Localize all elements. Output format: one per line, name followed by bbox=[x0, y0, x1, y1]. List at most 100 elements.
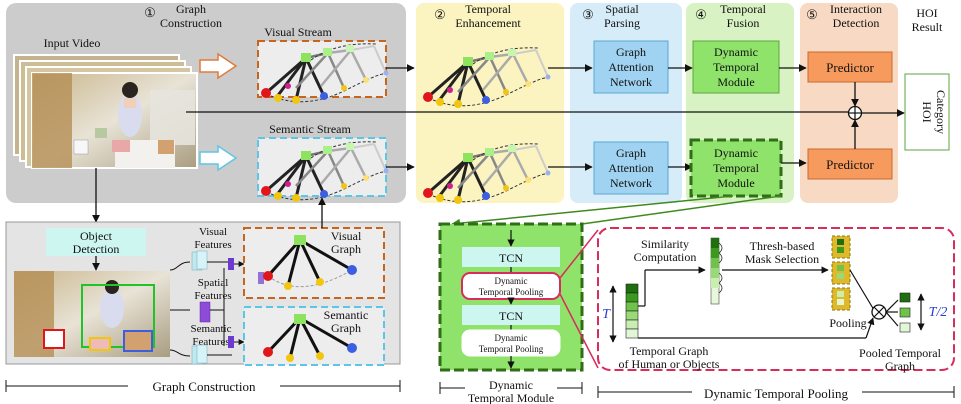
svg-text:T/2: T/2 bbox=[929, 305, 948, 320]
svg-text:Parsing: Parsing bbox=[604, 16, 640, 30]
object-detection-label: Object Detection bbox=[46, 228, 146, 256]
svg-text:TCN: TCN bbox=[499, 251, 523, 265]
svg-text:Object: Object bbox=[80, 229, 113, 243]
svg-text:Computation: Computation bbox=[634, 250, 697, 264]
caption-dynamic-temporal-module: Dynamic Temporal Module bbox=[439, 378, 583, 404]
svg-text:Dynamic: Dynamic bbox=[714, 45, 758, 59]
svg-text:Graph: Graph bbox=[616, 45, 646, 59]
t-dimension-arrow: T bbox=[602, 285, 617, 343]
tcn-block-2: TCN bbox=[462, 305, 560, 325]
spatial-features: Spatial Features bbox=[194, 277, 232, 323]
input-video-frames bbox=[13, 54, 198, 169]
svg-text:Construction: Construction bbox=[160, 16, 222, 30]
similarity-label: Similarity Computation bbox=[634, 237, 697, 264]
stage1-title: ① Graph Construction bbox=[144, 2, 222, 30]
svg-text:Features: Features bbox=[194, 239, 231, 251]
svg-text:Temporal Module: Temporal Module bbox=[468, 391, 554, 404]
svg-text:Attention: Attention bbox=[608, 60, 653, 74]
svg-text:Detection: Detection bbox=[73, 242, 120, 256]
sum-operator bbox=[847, 105, 863, 121]
semantic-stream-label: Semantic Stream bbox=[269, 122, 351, 136]
semantic-concat-node bbox=[228, 336, 234, 348]
svg-text:Pooled Temporal: Pooled Temporal bbox=[859, 346, 942, 360]
svg-text:Result: Result bbox=[912, 20, 943, 34]
svg-text:②: ② bbox=[434, 7, 446, 22]
svg-text:Spatial: Spatial bbox=[198, 277, 229, 289]
visual-stream-arrow bbox=[199, 52, 238, 80]
svg-text:Dynamic: Dynamic bbox=[489, 378, 533, 392]
svg-text:Semantic: Semantic bbox=[191, 323, 232, 335]
svg-text:Similarity: Similarity bbox=[641, 237, 689, 251]
pooled-graph-label: Pooled Temporal Graph bbox=[859, 346, 942, 373]
hoi-result-title: HOI Result bbox=[912, 6, 943, 34]
svg-text:TCN: TCN bbox=[499, 309, 523, 323]
svg-text:T: T bbox=[602, 307, 611, 322]
svg-text:Detection: Detection bbox=[833, 16, 880, 30]
svg-text:Graph Construction: Graph Construction bbox=[153, 379, 256, 394]
svg-text:Attention: Attention bbox=[608, 161, 653, 175]
svg-text:Module: Module bbox=[717, 176, 754, 190]
pooling-label: Pooling bbox=[829, 316, 866, 330]
svg-text:Temporal: Temporal bbox=[713, 161, 759, 175]
caption-dynamic-temporal-pooling: Dynamic Temporal Pooling bbox=[597, 384, 955, 402]
visual-graph: Visual Graph bbox=[258, 229, 362, 290]
svg-text:Temporal: Temporal bbox=[713, 60, 759, 74]
temporal-graph-column bbox=[625, 283, 639, 339]
svg-text:Features: Features bbox=[194, 290, 231, 302]
svg-text:⑤: ⑤ bbox=[806, 7, 818, 22]
svg-text:Semantic: Semantic bbox=[324, 308, 369, 322]
svg-text:④: ④ bbox=[695, 7, 707, 22]
svg-text:Temporal Pooling: Temporal Pooling bbox=[479, 287, 544, 297]
caption-graph-construction: Graph Construction bbox=[5, 378, 401, 394]
t-half-label: T/2 bbox=[917, 293, 948, 331]
multiply-operator bbox=[871, 304, 887, 320]
tcn-block-1: TCN bbox=[462, 247, 560, 267]
dtp-detail-panel bbox=[597, 227, 955, 371]
stage2-title: ② Temporal Enhancement bbox=[434, 2, 521, 30]
svg-text:Interaction: Interaction bbox=[830, 2, 882, 16]
gat-block-bottom: Graph Attention Network bbox=[593, 141, 669, 195]
svg-text:Dynamic: Dynamic bbox=[714, 146, 758, 160]
svg-text:Dynamic: Dynamic bbox=[495, 276, 528, 286]
visual-concat-node bbox=[228, 258, 234, 270]
stage4-title: ④ Temporal Fusion bbox=[695, 2, 766, 30]
stage2-background bbox=[416, 3, 564, 203]
visual-stream-label: Visual Stream bbox=[264, 25, 332, 39]
svg-text:Predictor: Predictor bbox=[826, 60, 874, 75]
stage5-title: ⑤ Interaction Detection bbox=[806, 2, 882, 30]
svg-text:Network: Network bbox=[610, 75, 652, 89]
visual-features: Visual Features bbox=[191, 226, 232, 271]
svg-text:Spatial: Spatial bbox=[605, 2, 639, 16]
svg-text:HOI: HOI bbox=[916, 6, 937, 20]
svg-text:Mask Selection: Mask Selection bbox=[745, 252, 819, 266]
svg-text:Graph: Graph bbox=[331, 321, 361, 335]
svg-text:Dynamic: Dynamic bbox=[495, 333, 528, 343]
predictor-bottom: Predictor bbox=[807, 148, 893, 180]
object-bbox-yellow bbox=[89, 337, 111, 351]
pooled-graph-column bbox=[899, 292, 911, 333]
visual-graph-box bbox=[243, 227, 385, 299]
svg-text:①: ① bbox=[144, 5, 156, 20]
svg-text:Dynamic Temporal Pooling: Dynamic Temporal Pooling bbox=[704, 386, 848, 401]
svg-text:Network: Network bbox=[610, 176, 652, 190]
svg-text:HOI: HOI bbox=[920, 101, 934, 122]
svg-text:Thresh-based: Thresh-based bbox=[750, 239, 815, 253]
svg-text:Graph: Graph bbox=[331, 242, 361, 256]
human-bbox bbox=[81, 284, 155, 348]
stage3-title: ③ Spatial Parsing bbox=[582, 2, 640, 30]
svg-text:Graph: Graph bbox=[176, 2, 206, 16]
svg-text:Temporal Graph: Temporal Graph bbox=[630, 344, 709, 358]
semantic-features: Semantic Features bbox=[191, 323, 232, 365]
similarity-column bbox=[710, 237, 723, 305]
svg-text:Graph: Graph bbox=[616, 146, 646, 160]
svg-text:Temporal: Temporal bbox=[465, 2, 511, 16]
thresh-label: Thresh-based Mask Selection bbox=[745, 239, 819, 266]
svg-text:③: ③ bbox=[582, 7, 594, 22]
svg-text:Module: Module bbox=[717, 75, 754, 89]
gat-block-top: Graph Attention Network bbox=[593, 40, 669, 94]
svg-text:Visual: Visual bbox=[331, 229, 362, 243]
svg-text:Graph: Graph bbox=[885, 359, 915, 373]
svg-text:Temporal Pooling: Temporal Pooling bbox=[479, 344, 544, 354]
